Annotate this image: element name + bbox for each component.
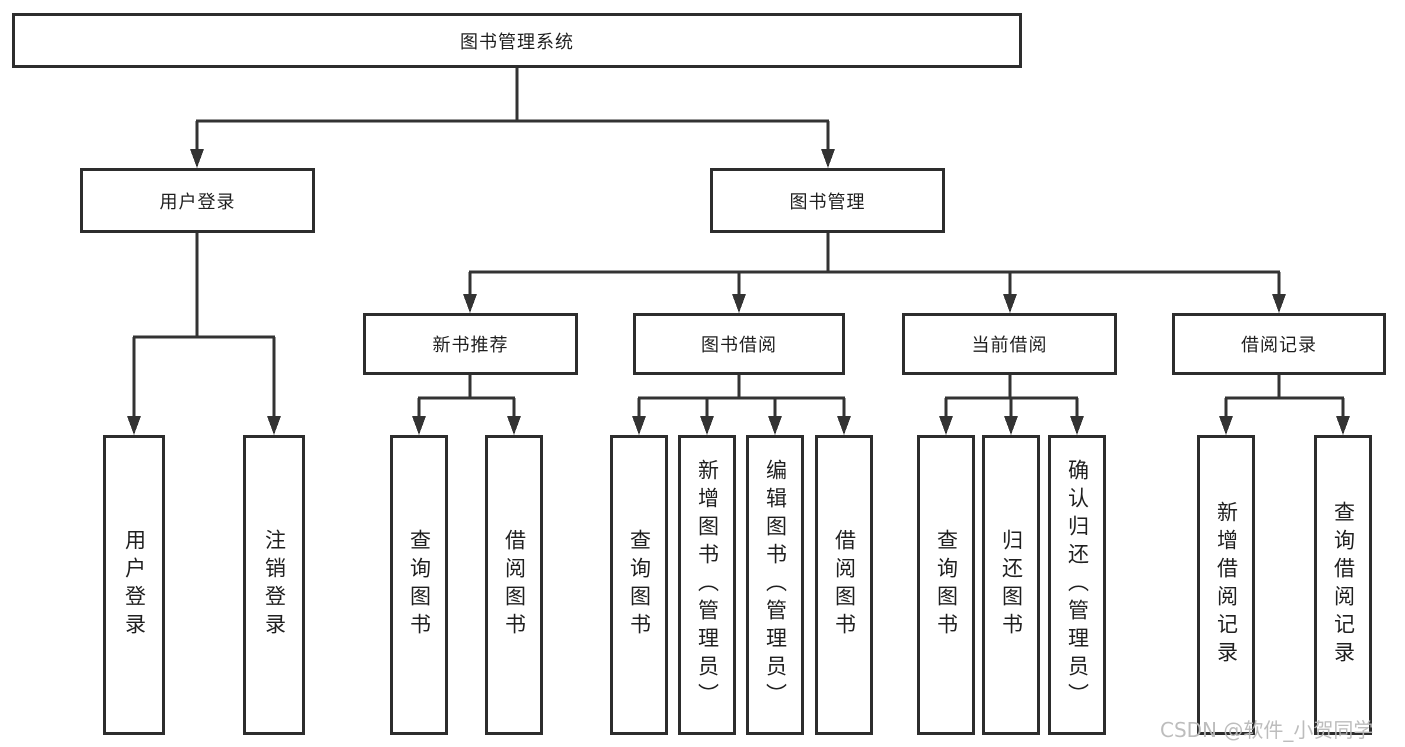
node-leaf-bb-add-books-admin: 新增图书（管理员） [678,435,736,735]
node-leaf-user-login: 用户登录 [103,435,165,735]
node-leaf-user-login-label: 用户登录 [122,529,147,641]
node-leaf-bb-borrow-books: 借阅图书 [815,435,873,735]
node-book-borrow: 图书借阅 [633,313,845,375]
csdn-watermark: CSDN @软件_小贺同学 [1160,718,1374,742]
node-root: 图书管理系统 [12,13,1022,68]
node-leaf-br-query-record-label: 查询借阅记录 [1331,501,1356,669]
edge-currentborrow-to-leaves [939,375,1084,435]
node-leaf-bb-add-books-admin-label: 新增图书（管理员） [695,459,720,711]
node-leaf-bb-edit-books-admin: 编辑图书（管理员） [746,435,804,735]
node-leaf-bb-query-books-label: 查询图书 [627,529,652,641]
node-book-management: 图书管理 [710,168,945,233]
edge-bookmgmt-to-level3 [463,233,1286,313]
edge-newbookrec-to-leaves [412,375,521,435]
node-book-management-label: 图书管理 [789,191,866,213]
node-leaf-bb-borrow-books-label: 借阅图书 [832,529,857,641]
node-leaf-bb-edit-books-admin-label: 编辑图书（管理员） [763,459,788,711]
node-leaf-br-query-record: 查询借阅记录 [1314,435,1372,735]
node-leaf-logout: 注销登录 [243,435,305,735]
node-leaf-br-add-record: 新增借阅记录 [1197,435,1255,735]
node-leaf-nbr-borrow-books-label: 借阅图书 [502,529,527,641]
node-user-login-branch: 用户登录 [80,168,315,233]
node-leaf-nbr-borrow-books: 借阅图书 [485,435,543,735]
node-borrow-records-label: 借阅记录 [1241,335,1317,356]
edge-root-to-level2 [190,68,835,168]
node-user-login-branch-label: 用户登录 [159,191,236,213]
node-leaf-nbr-query-books-label: 查询图书 [407,529,432,641]
node-leaf-logout-label: 注销登录 [262,529,287,641]
node-borrow-records: 借阅记录 [1172,313,1386,375]
edge-bookborrow-to-leaves [632,375,851,435]
node-leaf-cb-confirm-return-admin-label: 确认归还（管理员） [1065,459,1090,711]
node-leaf-cb-confirm-return-admin: 确认归还（管理员） [1048,435,1106,735]
node-leaf-cb-query-books: 查询图书 [917,435,975,735]
node-current-borrow-label: 当前借阅 [971,335,1048,356]
node-leaf-nbr-query-books: 查询图书 [390,435,448,735]
node-book-borrow-label: 图书借阅 [701,335,777,356]
node-new-book-recommend: 新书推荐 [363,313,578,375]
node-current-borrow: 当前借阅 [902,313,1117,375]
edge-borrowrecords-to-leaves [1219,375,1350,435]
node-leaf-br-add-record-label: 新增借阅记录 [1214,501,1239,669]
node-root-label: 图书管理系统 [460,31,574,53]
node-new-book-recommend-label: 新书推荐 [432,335,509,356]
node-leaf-cb-return-books-label: 归还图书 [999,529,1024,641]
node-leaf-cb-query-books-label: 查询图书 [934,529,959,641]
node-leaf-cb-return-books: 归还图书 [982,435,1040,735]
node-leaf-bb-query-books: 查询图书 [610,435,668,735]
edge-userlogin-to-leaves [127,233,281,435]
